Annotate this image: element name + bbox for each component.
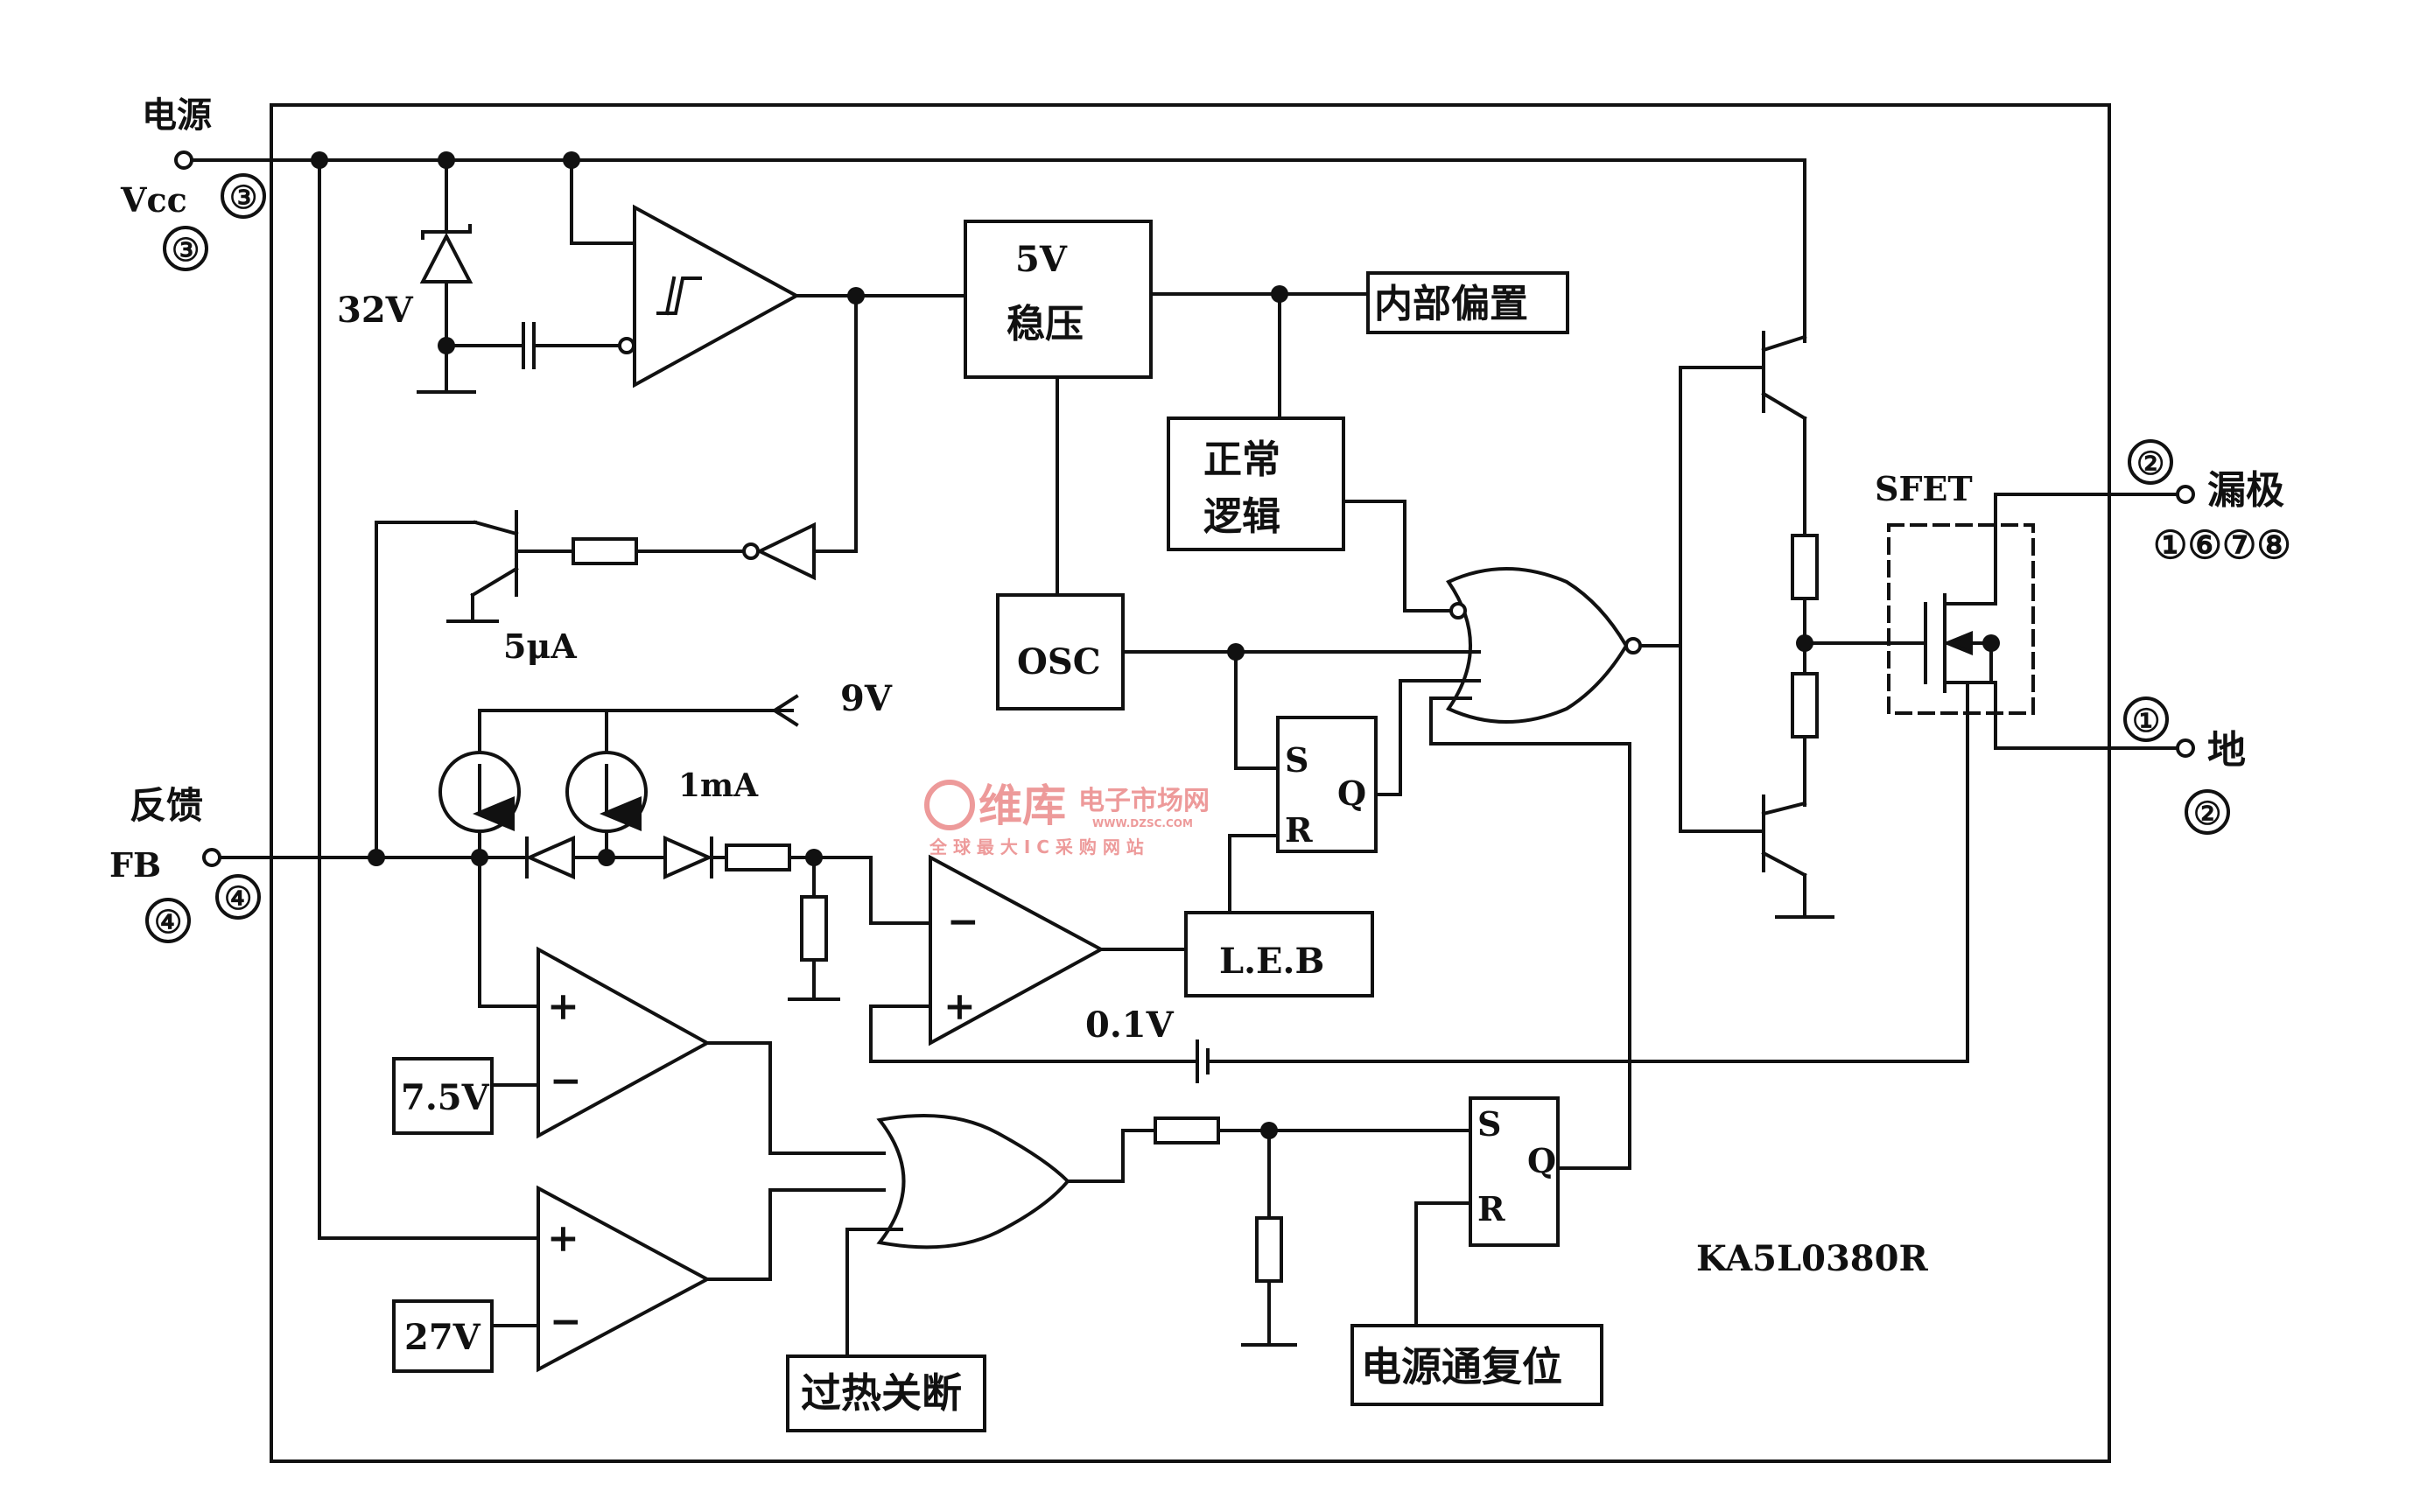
latch2-q: Q bbox=[1527, 1141, 1556, 1180]
current-source-5ua bbox=[438, 751, 521, 833]
thermal-shutdown-block bbox=[786, 1354, 986, 1432]
fb-pin-num-inner: ④ bbox=[224, 880, 252, 917]
rs-latch-main bbox=[1276, 716, 1378, 853]
vcc-cn-label: 电源 bbox=[142, 94, 212, 136]
vcc-pin-num-inner: ③ bbox=[229, 179, 257, 216]
watermark-logo: 维库 电子市场网 WWW.DZSC.COM 全 球 最 大 I C 采 购 网 … bbox=[924, 780, 1210, 858]
junction-dots bbox=[311, 151, 2000, 1139]
comparator-overload bbox=[478, 856, 886, 1155]
vcc-en-label: Vcc bbox=[120, 180, 187, 220]
watermark-slogan: 全 球 最 大 I C 采 购 网 站 bbox=[929, 836, 1144, 858]
current-source-1ma bbox=[565, 751, 648, 833]
sfet-label: SFET bbox=[1875, 469, 1973, 508]
drain-pin-num-inner: ② bbox=[2136, 445, 2164, 482]
ref-75v-label: 7.5V bbox=[401, 1077, 490, 1118]
nor-gate bbox=[1429, 366, 1765, 1170]
latch1-q: Q bbox=[1337, 774, 1366, 813]
v9-label: 9V bbox=[840, 678, 893, 719]
vcc-pin-terminal bbox=[174, 150, 193, 170]
osc-label: OSC bbox=[1017, 641, 1101, 682]
normal-logic-block bbox=[1167, 416, 1345, 551]
zener-label: 32V bbox=[337, 290, 414, 331]
power-on-reset-label: 电源通复位 bbox=[1361, 1343, 1562, 1390]
fb-diode-2 bbox=[663, 835, 713, 880]
normal-logic-label-1: 正常 bbox=[1203, 438, 1280, 482]
pwm-minus: − bbox=[947, 900, 979, 944]
fb-pin-terminal bbox=[202, 848, 221, 867]
chip-model-label: KA5L0380R bbox=[1696, 1238, 1928, 1279]
pwm-comparator bbox=[869, 694, 1969, 1083]
normal-logic-label-2: 逻辑 bbox=[1203, 494, 1280, 539]
regulator-label-2: 稳压 bbox=[1007, 302, 1084, 346]
ref-27v-block bbox=[392, 1299, 494, 1373]
thermal-shutdown-label: 过热关断 bbox=[801, 1369, 962, 1417]
fb-cn-label: 反馈 bbox=[130, 784, 203, 827]
watermark-url: WWW.DZSC.COM bbox=[1092, 817, 1193, 830]
ref-75v-block bbox=[392, 1057, 494, 1135]
drain-cn-label: 漏极 bbox=[2207, 468, 2284, 513]
current-1ma-label: 1mA bbox=[678, 767, 759, 804]
latch2-s: S bbox=[1477, 1104, 1501, 1144]
drain-pin-num-outer: ①⑥⑦⑧ bbox=[2153, 523, 2291, 568]
latch2-r: R bbox=[1477, 1189, 1505, 1228]
ground-pin-num-outer: ② bbox=[2193, 795, 2221, 832]
drain-pin-terminal bbox=[2176, 485, 2195, 504]
cmp2-plus: + bbox=[547, 1216, 579, 1261]
cmp1-plus: + bbox=[547, 984, 579, 1029]
regulator-label-1: 5V bbox=[1015, 239, 1068, 280]
watermark-swirl-icon bbox=[924, 780, 975, 830]
v01-label: 0.1V bbox=[1085, 1004, 1175, 1046]
vcc-pin-num-outer: ③ bbox=[172, 232, 200, 269]
sfet-mosfet bbox=[1887, 493, 2179, 750]
watermark-site: 电子市场网 bbox=[1078, 786, 1210, 816]
ic-boundary bbox=[270, 103, 2111, 1463]
driver-npn-bottom bbox=[1679, 644, 1834, 919]
latch1-s: S bbox=[1285, 740, 1308, 780]
comparator-ovp bbox=[490, 1185, 886, 1373]
driver-npn-top bbox=[1761, 331, 1807, 537]
ref-27v-label: 27V bbox=[404, 1317, 481, 1358]
cmp2-minus: − bbox=[550, 1299, 582, 1344]
fb-en-label: FB bbox=[109, 845, 161, 885]
rs-latch-protection bbox=[1469, 1096, 1560, 1247]
fb-pin-num-outer: ④ bbox=[154, 904, 182, 941]
power-on-reset-block bbox=[1350, 1324, 1603, 1406]
or-gate bbox=[845, 1114, 1472, 1358]
leb-block bbox=[1184, 911, 1374, 998]
latch1-r: R bbox=[1285, 810, 1313, 850]
current-5ua-label: 5μA bbox=[503, 626, 577, 666]
leb-label: L.E.B bbox=[1219, 941, 1324, 982]
ground-pin-terminal bbox=[2176, 738, 2195, 758]
ground-pin-num-inner: ① bbox=[2132, 703, 2160, 739]
internal-bias-label: 内部偏置 bbox=[1374, 282, 1528, 326]
startup-transistor bbox=[375, 510, 519, 859]
zener-diode bbox=[417, 158, 621, 394]
pwm-plus: + bbox=[943, 984, 976, 1029]
cmp1-minus: − bbox=[550, 1059, 582, 1103]
internal-bias-block bbox=[1366, 271, 1569, 334]
fb-diode-1 bbox=[525, 835, 575, 880]
uvlo-schmitt-comparator bbox=[570, 158, 967, 388]
watermark-brand: 维库 bbox=[979, 780, 1066, 831]
ground-cn-label: 地 bbox=[2207, 728, 2246, 773]
